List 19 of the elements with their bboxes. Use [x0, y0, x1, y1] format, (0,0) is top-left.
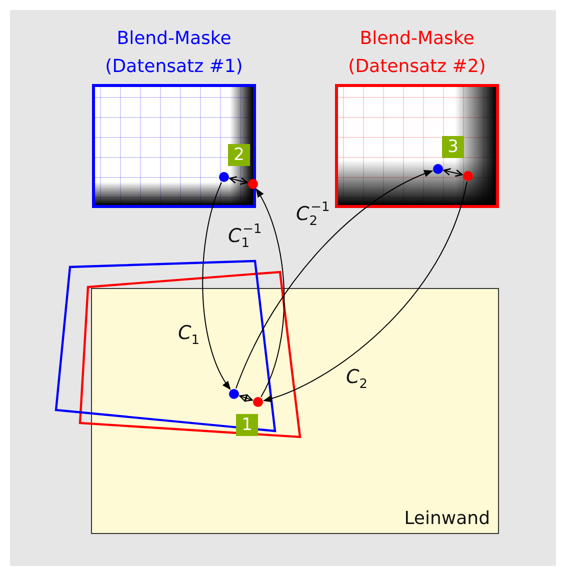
number-badge: 1	[236, 414, 258, 436]
canvas-label: Leinwand	[404, 508, 490, 529]
number-badge: 2	[228, 144, 250, 166]
edge-label: C$_{2}$	[346, 366, 368, 392]
arrow	[239, 394, 253, 402]
arrow	[443, 168, 463, 177]
point-marker	[229, 389, 239, 399]
arrow	[229, 176, 248, 185]
mask-heading: Blend-Maske (Datensatz #1)	[104, 27, 244, 79]
edge-label: C$_{1}$	[178, 322, 200, 348]
arrow	[262, 181, 468, 402]
mask-heading: Blend-Maske (Datensatz #2)	[347, 27, 487, 79]
arrow	[236, 170, 434, 389]
point-marker	[219, 172, 229, 182]
canvas-area	[91, 288, 499, 534]
arrow	[202, 182, 231, 390]
number-badge: 3	[442, 136, 464, 158]
point-marker	[253, 397, 263, 407]
arrow	[256, 188, 285, 398]
